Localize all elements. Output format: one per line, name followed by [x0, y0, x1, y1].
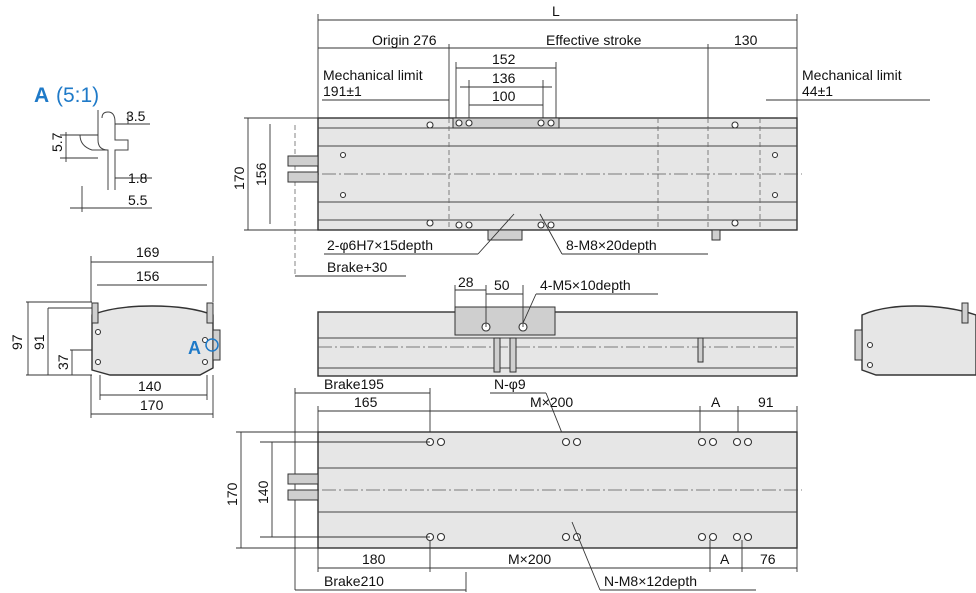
bottom-cable-connector-2 — [287, 489, 319, 501]
bottom-dim-140: 140 — [255, 480, 271, 504]
front-slider — [454, 306, 556, 336]
top-slider — [452, 117, 560, 129]
front-view: 28 50 4-M5×10depth — [317, 274, 798, 377]
bottom-view: Brake195 165 N-φ9 M×200 A 91 — [224, 376, 802, 592]
mirrored-side-body — [861, 305, 976, 376]
front-body — [317, 311, 798, 377]
top-bottom-fitting — [487, 229, 523, 241]
side-end-view-mirrored — [854, 302, 976, 376]
bottom-m200-bottom: M×200 — [508, 551, 551, 567]
detail-dim-3-5: 3.5 — [126, 108, 146, 124]
bottom-brake-195: Brake195 — [324, 376, 384, 392]
detail-a-view: A (5:1) 3.5 5.7 1.8 5.5 — [34, 84, 152, 212]
bottom-dim-180: 180 — [362, 551, 386, 567]
bottom-tap-note: N-M8×12depth — [604, 573, 697, 589]
top-dim-152: 152 — [492, 51, 516, 67]
top-dim-130: 130 — [734, 32, 758, 48]
front-dim-28: 28 — [458, 274, 474, 290]
top-pin-note: 2-φ6H7×15depth — [327, 237, 433, 253]
side-dim-37: 37 — [55, 354, 71, 370]
detail-dim-1-8: 1.8 — [128, 170, 148, 186]
top-cable-connector-1 — [287, 155, 319, 167]
top-cable-connector-2 — [287, 171, 319, 183]
side-right-flange — [206, 302, 214, 324]
top-brake: Brake+30 — [327, 259, 388, 275]
side-dim-169: 169 — [136, 244, 160, 260]
bottom-dim-91: 91 — [758, 394, 774, 410]
detail-dim-5-7: 5.7 — [49, 132, 65, 152]
bottom-hole-note: N-φ9 — [494, 376, 526, 392]
bottom-dim-76: 76 — [760, 551, 776, 567]
side-connector — [212, 329, 221, 361]
top-view: L Origin 276 Effective stroke 130 152 13… — [231, 3, 930, 277]
top-dim-156: 156 — [253, 162, 269, 186]
detail-title-scale: (5:1) — [56, 84, 99, 107]
top-mech-left-value: 191±1 — [323, 83, 362, 99]
top-dim-170: 170 — [231, 166, 247, 190]
top-mech-limit-left: Mechanical limit — [323, 67, 423, 83]
bottom-dim-165: 165 — [354, 394, 378, 410]
bottom-a-bottom: A — [720, 551, 730, 567]
detail-profile-curve — [79, 134, 108, 151]
detail-dim-5-5: 5.5 — [128, 192, 148, 208]
side-left-flange — [91, 302, 99, 324]
side-dim-91: 91 — [31, 334, 47, 350]
top-dim-100: 100 — [492, 88, 516, 104]
side-dim-156: 156 — [136, 268, 160, 284]
detail-a-marker-circle — [205, 338, 219, 352]
top-dim-L: L — [552, 3, 560, 19]
bottom-brake-210: Brake210 — [324, 573, 384, 589]
bottom-hole-pattern — [425, 437, 753, 542]
bottom-dim-170: 170 — [224, 482, 240, 506]
bottom-a-top: A — [711, 394, 721, 410]
top-origin: Origin 276 — [372, 32, 437, 48]
front-tap-note: 4-M5×10depth — [540, 277, 631, 293]
side-end-view: A 169 156 97 91 37 140 170 — [9, 244, 221, 418]
side-dim-170: 170 — [140, 397, 164, 413]
bottom-cable-connector-1 — [287, 473, 319, 485]
top-effective-stroke: Effective stroke — [546, 32, 642, 48]
top-dim-136: 136 — [492, 70, 516, 86]
side-dim-97: 97 — [9, 334, 25, 350]
top-tap-note: 8-M8×20depth — [566, 237, 657, 253]
top-mech-right-value: 44±1 — [802, 83, 833, 99]
bottom-m200-top: M×200 — [530, 394, 573, 410]
side-detail-marker: A — [188, 338, 201, 358]
front-dim-50: 50 — [494, 277, 510, 293]
side-dim-140: 140 — [138, 378, 162, 394]
detail-title-letter: A — [34, 84, 49, 107]
top-mech-limit-right: Mechanical limit — [802, 67, 902, 83]
detail-profile-right — [101, 111, 129, 190]
